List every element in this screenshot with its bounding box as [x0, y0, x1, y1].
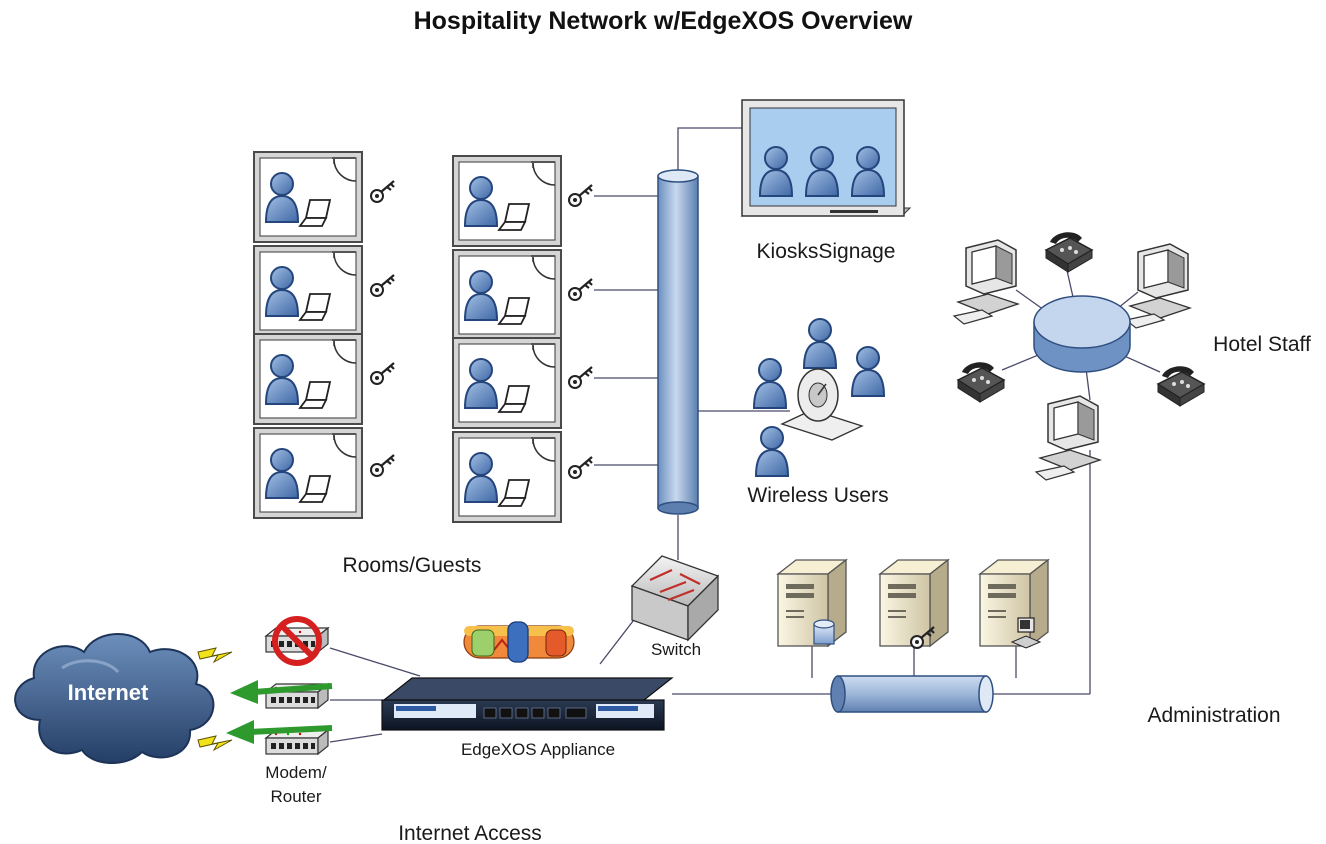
internet-access-label: Internet Access — [398, 822, 542, 844]
admin-bus-pipe — [830, 675, 994, 713]
server-icon — [979, 559, 1049, 647]
kiosks-signage-label: KiosksSignage — [757, 240, 896, 263]
person-icon — [753, 358, 787, 409]
workstation-icon — [1125, 243, 1191, 329]
key-icon — [567, 277, 594, 302]
hotel-room-icon — [254, 428, 362, 518]
hotel-room-icon — [254, 334, 362, 424]
hotel-room-icon — [254, 246, 362, 336]
traffic-arrow-icon — [230, 680, 333, 704]
person-icon — [851, 346, 885, 397]
hotel-staff-label: Hotel Staff — [1213, 333, 1311, 356]
database-icon — [813, 619, 835, 645]
lightning-icon — [197, 647, 233, 663]
modem-label-line1: Modem/ — [265, 763, 327, 782]
hotel-room-icon — [453, 156, 561, 246]
edgexos-logo-icon — [463, 621, 575, 663]
key-icon — [369, 273, 396, 298]
workstation-icon — [953, 239, 1019, 325]
modem-router-group — [265, 616, 329, 755]
key-icon — [567, 365, 594, 390]
backbone-pipe — [657, 169, 699, 515]
server-icon — [777, 559, 847, 647]
hotel-room-icon — [453, 250, 561, 340]
diagram-title: Hospitality Network w/EdgeXOS Overview — [414, 7, 913, 35]
key-icon — [567, 183, 594, 208]
wireless-users-group — [753, 318, 885, 477]
kiosk-display — [740, 99, 912, 217]
network-switch-icon — [630, 555, 720, 642]
lightning-icon — [197, 735, 233, 751]
phone-icon — [1045, 231, 1093, 273]
key-icon — [369, 453, 396, 478]
rooms-guests-label: Rooms/Guests — [343, 554, 482, 577]
cloud-icon — [14, 633, 215, 765]
server-icon — [879, 559, 949, 647]
phone-icon — [957, 361, 1005, 403]
edgexos-appliance-icon — [381, 677, 674, 731]
key-icon — [567, 455, 594, 480]
internet-label: Internet — [68, 680, 149, 705]
wireless-access-point-icon — [780, 368, 864, 441]
edgexos-appliance-label: EdgeXOS Appliance — [461, 740, 615, 759]
hotel-staff-group — [953, 231, 1205, 481]
hotel-room-icon — [453, 432, 561, 522]
key-icon — [369, 179, 396, 204]
person-icon — [755, 426, 789, 477]
computer-icon — [1010, 617, 1042, 649]
modem-label-line2: Router — [270, 787, 321, 806]
person-icon — [803, 318, 837, 369]
hotel-room-icon — [254, 152, 362, 242]
switch-label: Switch — [651, 640, 701, 659]
administration-label: Administration — [1147, 704, 1280, 727]
network-hub-icon — [1033, 295, 1131, 373]
no-entry-icon — [272, 616, 322, 666]
key-icon — [369, 361, 396, 386]
hotel-room-icon — [453, 338, 561, 428]
traffic-arrow-icon — [226, 720, 333, 744]
room-grid — [254, 152, 594, 522]
administration-group — [777, 559, 1049, 713]
phone-icon — [1157, 365, 1205, 407]
wireless-users-label: Wireless Users — [747, 484, 888, 507]
